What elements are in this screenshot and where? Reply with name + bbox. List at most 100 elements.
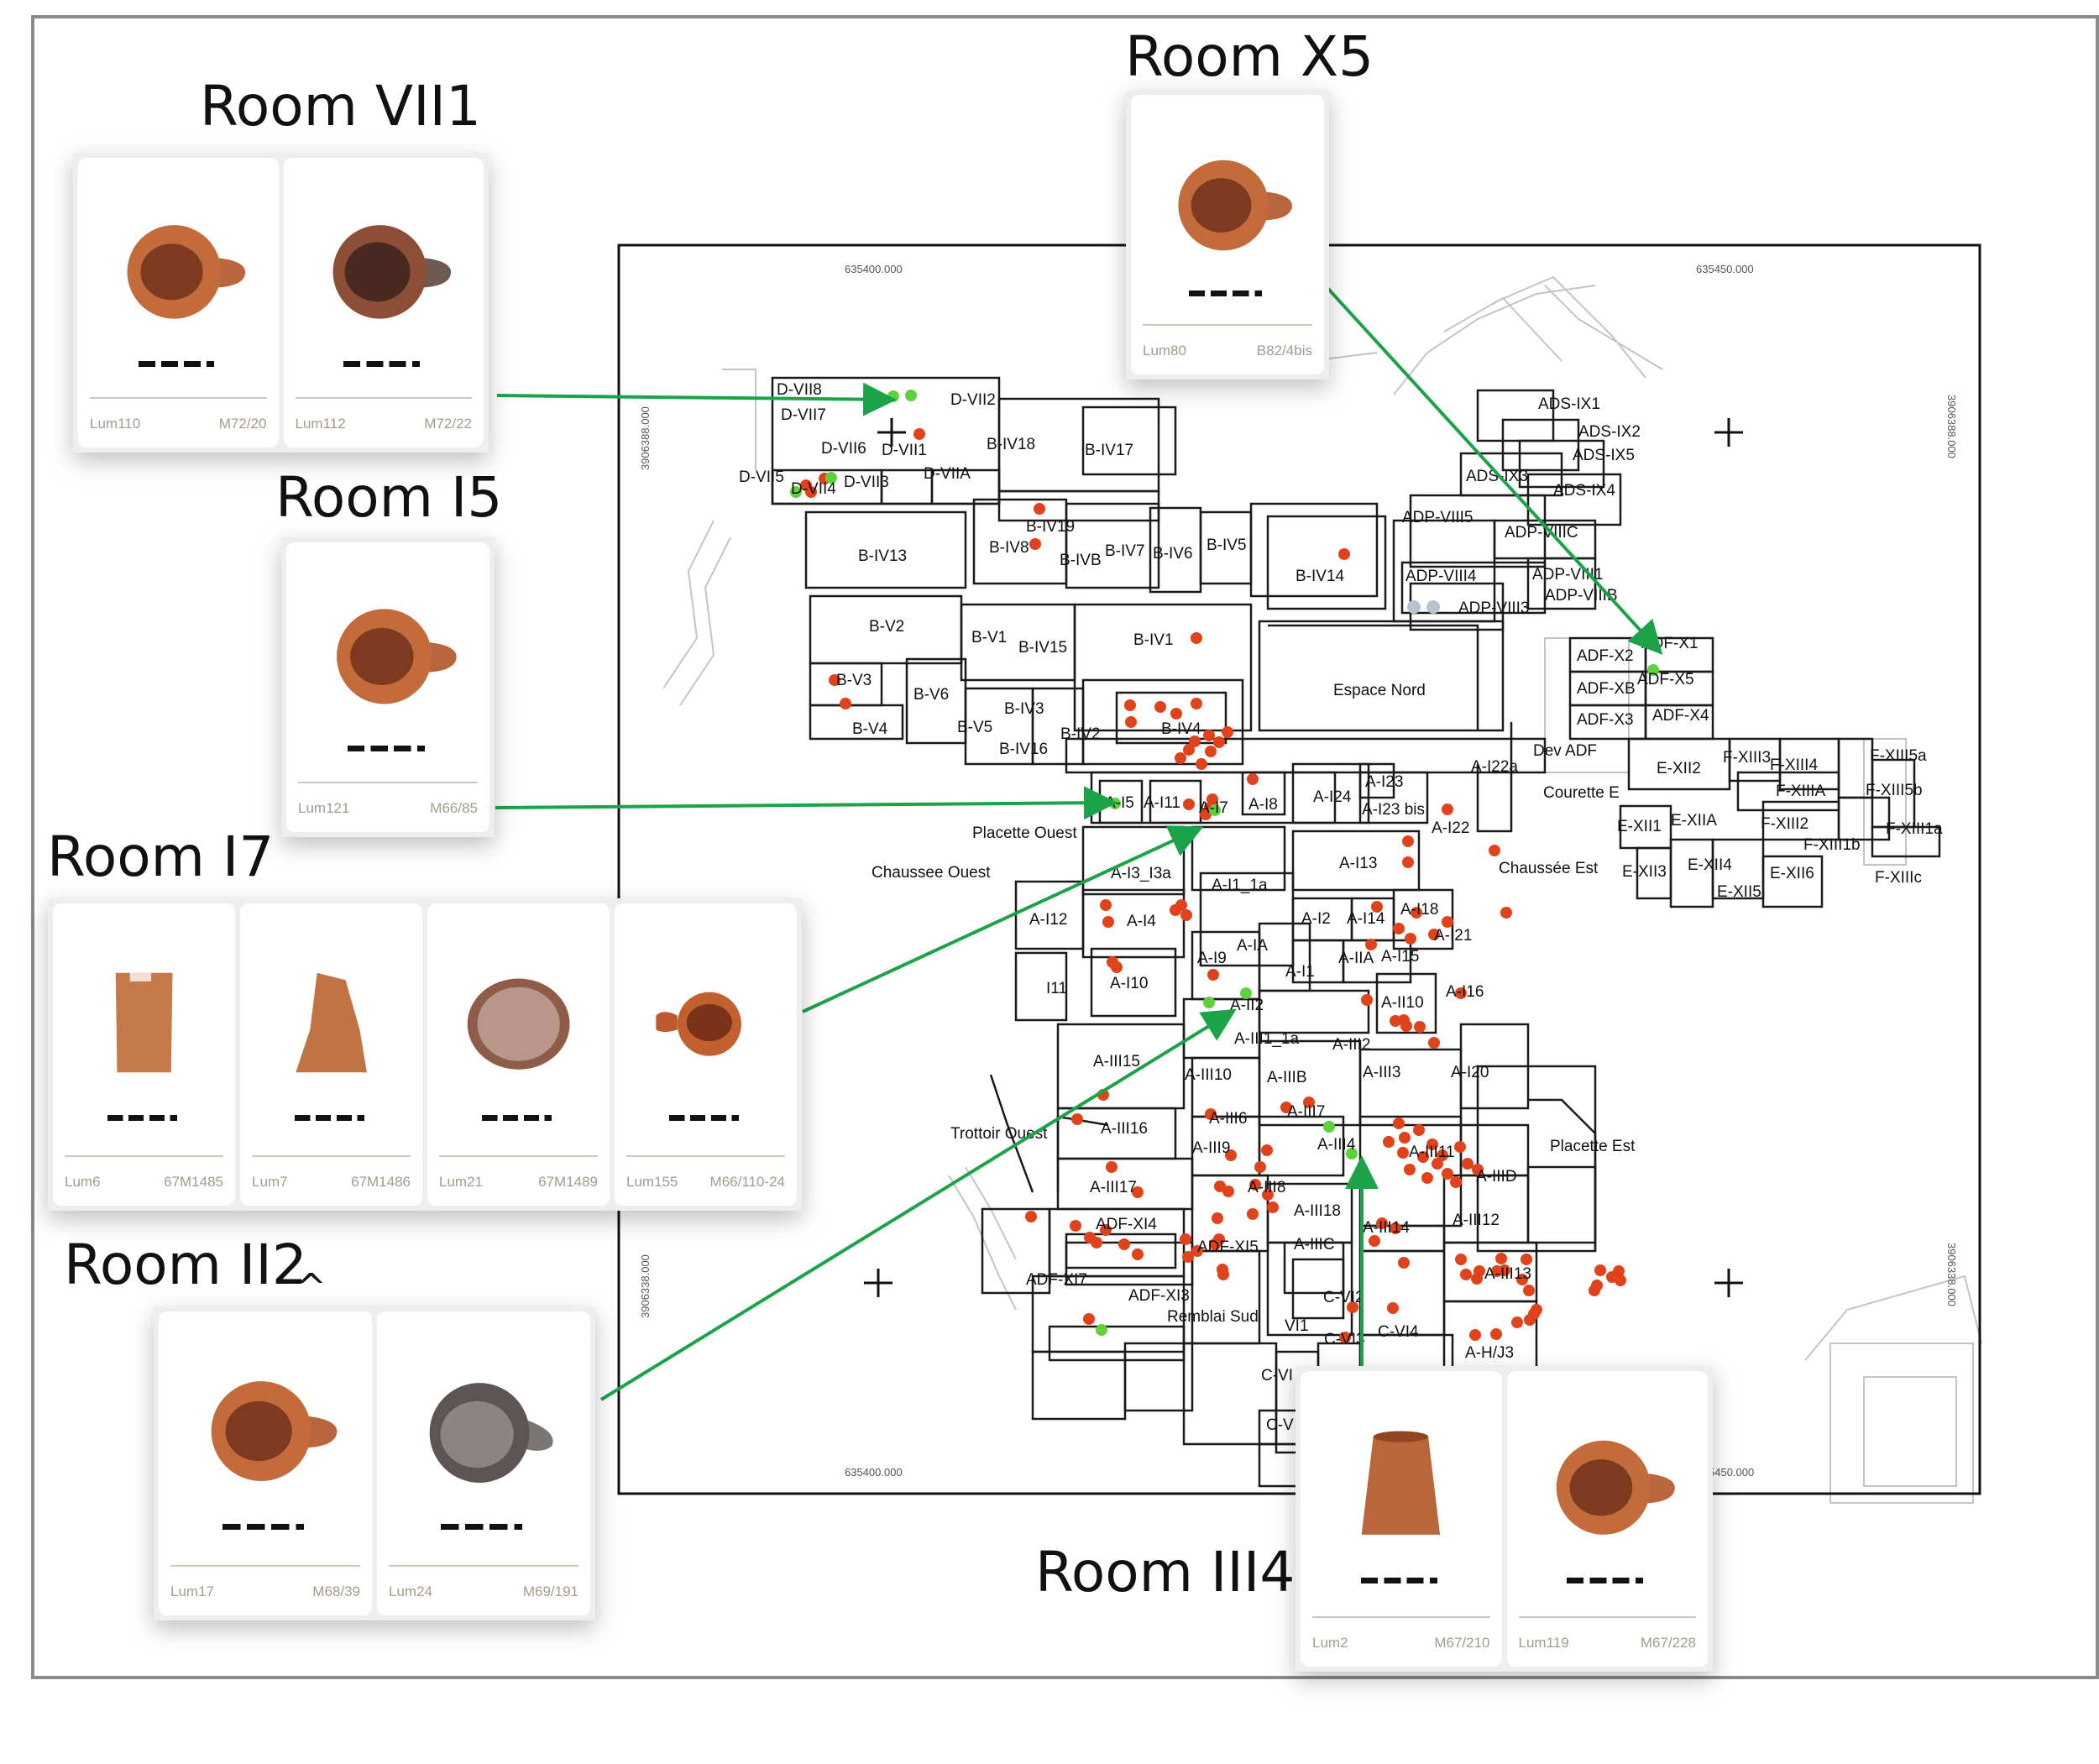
coord-e1-bottom: 635400.000: [845, 1466, 903, 1479]
room-label: ADP-VIII4: [1405, 568, 1477, 585]
room-label: E-XII4: [1688, 856, 1732, 874]
find-marker: [1191, 632, 1202, 644]
find-marker: [1170, 708, 1182, 720]
coord-e1-top: 635400.000: [845, 263, 903, 275]
room-label: I11: [1046, 980, 1067, 997]
find-marker: [805, 486, 817, 498]
coord-e2-bottom: 5450.000: [1709, 1466, 1754, 1479]
room-label: A-I3_I3a: [1111, 865, 1171, 882]
find-marker: [1102, 916, 1114, 928]
room-label: ADS-IX3: [1466, 468, 1528, 485]
find-marker: [1203, 730, 1215, 741]
find-marker: [1182, 1251, 1194, 1263]
find-marker: [1180, 1233, 1191, 1245]
room-label: A-II2: [1230, 997, 1264, 1014]
inventory-ref: M67/228: [1640, 1635, 1696, 1651]
room-label: F-XIII5b: [1866, 782, 1923, 799]
room-label: A-III8: [1248, 1179, 1285, 1196]
room-label: Espace Nord: [1333, 682, 1426, 699]
room-label: A-I12: [1029, 911, 1067, 929]
room-x5-title: Room X5: [1125, 24, 1374, 89]
room-ii2-caret: ^: [296, 1266, 327, 1309]
highlighted-find-marker: [1323, 1121, 1335, 1133]
room-label: A-I20: [1451, 1064, 1489, 1081]
lamp-id: Lum119: [1518, 1635, 1569, 1651]
room-label: F-XIII4: [1770, 756, 1818, 774]
find-marker: [1411, 907, 1422, 919]
room-label: A-IIIC: [1294, 1236, 1335, 1254]
lamp-photo: [1556, 1440, 1675, 1536]
room-label: E-XII6: [1770, 865, 1814, 882]
find-marker: [1511, 1316, 1523, 1328]
find-marker: [1428, 929, 1440, 940]
find-marker: [1473, 1265, 1485, 1277]
find-marker: [1521, 1254, 1532, 1265]
room-label: B-IVB: [1060, 552, 1102, 569]
lamp-id: Lum21: [439, 1174, 483, 1190]
lamp-photo: [656, 992, 741, 1056]
room-label: E-XII3: [1622, 863, 1667, 881]
find-marker: [1390, 1222, 1401, 1234]
find-marker: [1338, 548, 1350, 560]
room-label: B-IV13: [858, 547, 907, 565]
room-label: ADP-VIII5: [1402, 509, 1473, 526]
room-vii1-title: Room VII1: [200, 74, 481, 139]
find-marker: [829, 674, 840, 686]
lamp-photo: [127, 225, 246, 320]
arrow-vii1: [496, 382, 897, 416]
find-marker: [1404, 1164, 1416, 1175]
room-label: Chaussée Est: [1499, 860, 1599, 877]
room-label: Remblai Sud: [1167, 1308, 1259, 1326]
room-label: B-IV16: [999, 741, 1048, 758]
room-label: C-V: [1266, 1416, 1294, 1434]
find-marker: [1523, 1285, 1535, 1296]
inventory-ref: M66/85: [430, 800, 478, 816]
find-marker: [1247, 773, 1259, 785]
lamp-id: Lum7: [252, 1174, 288, 1190]
find-marker: [1383, 1136, 1395, 1148]
lamp-id: Lum2: [1312, 1635, 1348, 1651]
find-marker: [1361, 994, 1373, 1006]
find-marker: [1399, 1132, 1411, 1144]
find-marker: [1455, 1254, 1467, 1265]
room-label: ADF-XI3: [1128, 1287, 1190, 1305]
find-marker: [1196, 758, 1207, 770]
inventory-ref: M67/210: [1434, 1635, 1490, 1651]
find-marker: [1175, 752, 1186, 764]
lamp-id: Lum110: [90, 416, 141, 432]
room-label: A-I4: [1127, 913, 1156, 930]
find-marker: [1118, 1238, 1130, 1250]
room-label: D-VII7: [781, 406, 826, 424]
room-label: Placette Est: [1550, 1138, 1636, 1155]
find-marker: [1393, 1118, 1405, 1129]
room-label: F-XIII1a: [1886, 820, 1943, 838]
lamp-photo: [1362, 1431, 1441, 1536]
room-label: F-XIII2: [1761, 815, 1808, 833]
room-ii2-title: Room II2: [64, 1233, 307, 1297]
room-label: C-VI4: [1378, 1323, 1419, 1341]
grid-crosses: [617, 267, 1743, 1297]
find-marker: [1615, 1275, 1626, 1286]
room-label: C-VI2: [1323, 1289, 1364, 1306]
room-label: ADF-X2: [1577, 647, 1634, 665]
find-marker: [1189, 735, 1201, 747]
room-label: A-I23: [1365, 773, 1403, 791]
find-marker: [1499, 1264, 1510, 1276]
find-marker: [1225, 1149, 1237, 1161]
room-i7-title: Room I7: [47, 824, 275, 889]
room-label: A-III1_1a: [1234, 1030, 1300, 1048]
find-marker: [1222, 726, 1233, 738]
room-label: ADF-XI5: [1197, 1238, 1259, 1256]
room-label: A-H/J3: [1465, 1344, 1514, 1362]
inventory-ref: M69/191: [522, 1583, 578, 1599]
find-marker: [1125, 716, 1137, 728]
room-label: A-IIA: [1338, 950, 1374, 967]
room-label: A-IIIB: [1267, 1069, 1307, 1086]
room-label: D-VII5: [739, 468, 784, 486]
